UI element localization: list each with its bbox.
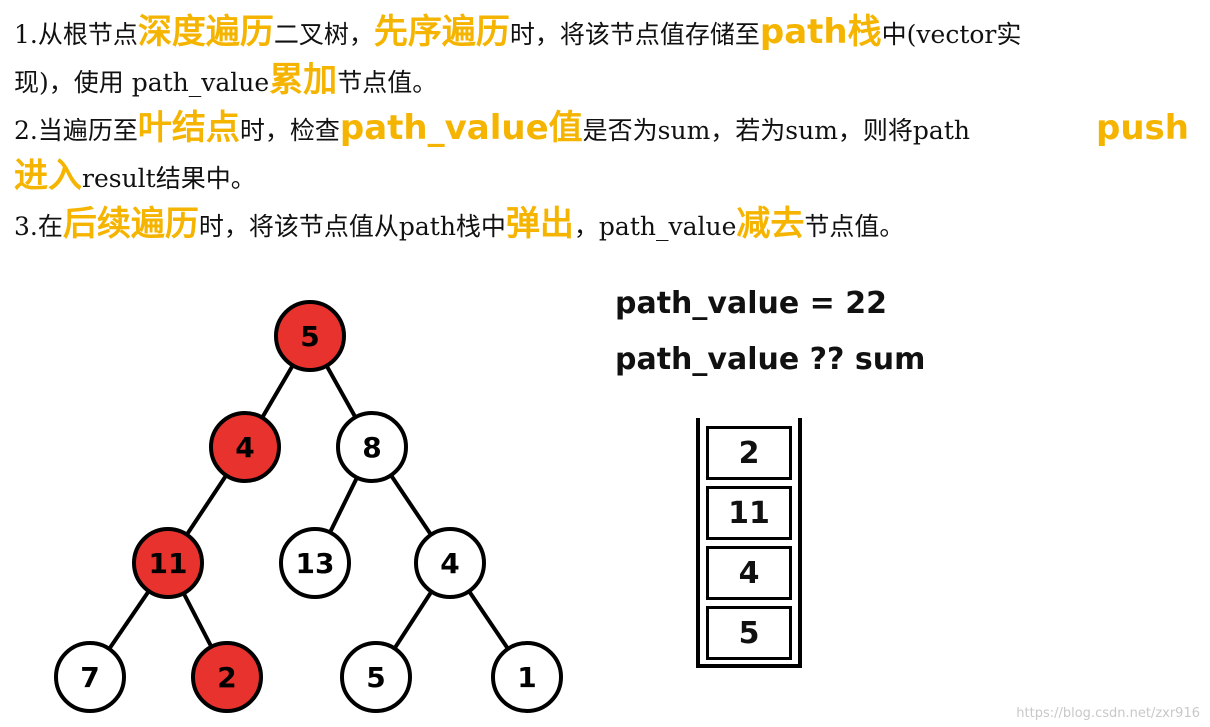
note-line-3-tail: push [1096,104,1189,155]
note-text: 时，将该节点值从path栈中 [198,212,506,241]
note-line-5: 3.在后续遍历时，将该节点值从path栈中弹出，path_value减去节点值。 [14,200,904,251]
note-text: 时，将该节点值存储至 [509,20,760,49]
note-line-3: 2.当遍历至叶结点时，检查path_value值是否为sum，若为sum，则将p… [14,104,970,155]
note-text: 是否为sum，若为sum，则将path [582,116,970,145]
tree-node: 5 [340,641,412,713]
node-label: 4 [440,547,459,580]
node-label: 1 [517,661,536,694]
stack-cell: 5 [706,606,792,660]
node-label: 4 [235,431,254,464]
stack-cell: 11 [706,486,792,540]
highlight-term: 累加 [269,60,338,100]
note-text: 1.从根节点 [14,20,138,49]
node-label: 11 [149,547,188,580]
stack-cell: 2 [706,426,792,480]
node-label: 5 [300,320,319,353]
note-text: result结果中。 [82,164,256,193]
highlight-term: 进入 [14,156,82,196]
node-circle [414,527,486,599]
node-circle [279,527,351,599]
tree-node: 1 [491,641,563,713]
visited-node-circle [209,411,281,483]
note-line-2: 现)，使用 path_value累加节点值。 [14,56,437,107]
tree-node: 5 [274,300,346,372]
note-line-4: 进入result结果中。 [14,152,256,203]
note-text: 节点值。 [337,68,438,97]
tree-node: 13 [279,527,351,599]
sum-check-readout: path_value ?? sum [615,342,926,377]
note-text: 现)，使用 path_value [14,68,270,97]
tree-node: 4 [209,411,281,483]
node-circle [491,641,563,713]
highlight-term: path栈 [759,12,882,52]
watermark: https://blog.csdn.net/zxr916 [1016,706,1200,721]
highlight-term: push [1096,108,1189,148]
node-label: 7 [80,661,99,694]
highlight-term: 叶结点 [137,108,240,148]
note-text: 2.当遍历至 [14,116,138,145]
path-stack: 2 11 4 5 [696,418,802,668]
node-label: 13 [296,547,335,580]
node-label: 5 [366,661,385,694]
node-circle [336,411,408,483]
stack-right-wall [798,418,802,668]
stack-left-wall [696,418,700,668]
note-text: 3.在 [14,212,63,241]
tree-node: 4 [414,527,486,599]
note-text: ，path_value [573,212,737,241]
visited-node-circle [132,527,204,599]
highlight-term: path_value值 [339,108,583,148]
binary-tree: 5 4 8 11 13 4 7 2 5 1 [54,300,563,713]
node-label: 2 [217,661,236,694]
highlight-term: 先序遍历 [373,12,510,52]
node-circle [54,641,126,713]
note-line-1: 1.从根节点深度遍历二叉树，先序遍历时，将该节点值存储至path栈中(vecto… [14,8,1021,59]
visited-node-circle [191,641,263,713]
highlight-term: 后续遍历 [62,204,199,244]
tree-node: 11 [132,527,204,599]
tree-node: 7 [54,641,126,713]
stack-cell: 4 [706,546,792,600]
stack-floor [696,664,802,668]
highlight-term: 深度遍历 [137,12,274,52]
highlight-term: 弹出 [505,204,574,244]
note-text: 中(vector实 [881,20,1022,49]
note-text: 二叉树， [273,20,374,49]
tree-node: 8 [336,411,408,483]
visited-node-circle [274,300,346,372]
note-text: 节点值。 [804,212,905,241]
path-value-readout: path_value = 22 [615,286,887,321]
tree-node: 2 [191,641,263,713]
highlight-term: 减去 [736,204,805,244]
node-circle [340,641,412,713]
note-text: 时，检查 [239,116,340,145]
node-label: 8 [362,431,381,464]
